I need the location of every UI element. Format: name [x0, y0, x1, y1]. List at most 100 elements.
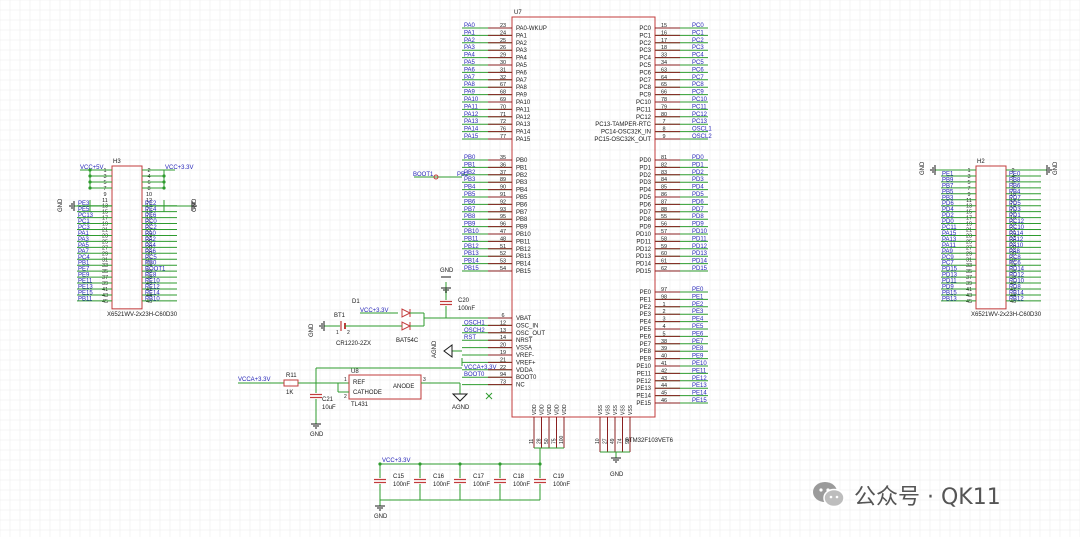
u7-pc-net: OSCL2 — [692, 134, 712, 140]
h2-num: 18 — [1010, 216, 1016, 222]
h2-num: 36 — [1010, 269, 1016, 275]
c18-value: 100nF — [513, 482, 530, 488]
u7-pb-net: PB8 — [464, 214, 476, 220]
nc-mark — [485, 392, 493, 400]
u7-ctl-name: OSC_IN — [516, 323, 538, 329]
u7-pe-num: 39 — [661, 346, 667, 352]
h3-num: 22 — [146, 228, 152, 234]
h2-net: PB15 — [942, 290, 957, 296]
u7-pb-net: PB10 — [464, 229, 479, 235]
h2-net: PD8 — [1009, 285, 1021, 291]
u7-pa-num: 67 — [500, 82, 506, 88]
u7-pb-name: PB12 — [516, 247, 531, 253]
h3-num: 18 — [146, 216, 152, 222]
u7-pd-name: PD11 — [636, 239, 651, 245]
vss-num: 10 — [595, 438, 601, 444]
h3-num: 26 — [146, 239, 152, 245]
watermark-text: 公众号 · QK11 — [854, 485, 1001, 510]
u7-pd-name: PD2 — [639, 173, 651, 179]
h2-net: PA15 — [942, 231, 957, 237]
h2-net: PD1 — [1009, 213, 1021, 219]
h3-net: PE7 — [78, 267, 90, 273]
h3-net: PE2 — [145, 201, 157, 207]
h3-net: PE14 — [145, 290, 160, 296]
h3-net: PC5 — [145, 255, 157, 261]
h3-body — [111, 165, 143, 310]
h2-num: 17 — [966, 216, 972, 222]
h3-num: 33 — [102, 263, 108, 269]
h3-num: 43 — [102, 293, 108, 299]
u8-cathode-pin: CATHODE — [353, 390, 382, 396]
pb2-label: PB2 — [457, 172, 469, 178]
u7-pa-num: 69 — [500, 97, 506, 103]
u7-pa-net: PA12 — [464, 112, 479, 118]
h3-num: 44 — [146, 293, 152, 299]
junction — [88, 168, 92, 172]
u7-pe-num: 46 — [661, 398, 667, 404]
u7-pd-num: 84 — [661, 177, 667, 183]
u7-pe-num: 45 — [661, 391, 667, 397]
u7-pa-num: 30 — [500, 60, 506, 66]
u7-pa-num: 24 — [500, 30, 506, 36]
h2-num: 44 — [1010, 293, 1016, 299]
h3-num: 3 — [103, 174, 106, 180]
u7-pa-name: PA9 — [516, 93, 528, 99]
u7-pa-name: PA15 — [516, 137, 531, 143]
u7-pd-net: PD1 — [692, 162, 704, 168]
h2-net: PD5 — [1009, 201, 1021, 207]
d1-value: BAT54C — [396, 338, 419, 344]
u7-pe-name: PE4 — [640, 320, 652, 326]
u7-pc-num: 18 — [661, 45, 667, 51]
h3-net: PE12 — [145, 285, 160, 291]
h3-num: 6 — [147, 180, 150, 186]
c20-ref: C20 — [458, 298, 470, 304]
u7-pa-name: PA11 — [516, 107, 530, 113]
u7-pc-net: PC2 — [692, 38, 704, 44]
u7-pe-name: PE12 — [636, 379, 651, 385]
h2-num: 29 — [966, 251, 972, 257]
u7-pa-name: PA6 — [516, 70, 528, 76]
u7-pc-name: PC6 — [639, 70, 651, 76]
h3-num: 13 — [102, 204, 108, 210]
vss-name: VSS — [606, 404, 612, 415]
bt1-value: CR1220-2ZX — [336, 341, 371, 347]
u7-pe-net: PE11 — [692, 368, 707, 374]
u7-pc-num: 80 — [661, 112, 667, 118]
junction — [162, 174, 166, 178]
u7-ctl-name: VSSA — [516, 346, 532, 352]
u7-pd-name: PD15 — [636, 269, 652, 275]
h2-num: 10 — [1010, 192, 1016, 198]
u7-pd-num: 56 — [661, 222, 667, 228]
u8-anode-pin: ANODE — [393, 384, 414, 390]
c20-gnd-label: GND — [440, 268, 454, 274]
h3-num: 17 — [102, 216, 108, 222]
u7-ctl-name: VREF- — [516, 353, 534, 359]
u7-pd-net: PD9 — [692, 222, 704, 228]
h2-gnd-label: GND — [920, 161, 926, 175]
u7-pe-net: PE10 — [692, 361, 707, 367]
u7-pb-net: PB6 — [464, 199, 476, 205]
h2-num: 27 — [966, 245, 972, 251]
u7-pa-name: PA4 — [516, 56, 528, 62]
u7-pe-name: PE8 — [640, 349, 652, 355]
u7-ctl-name: BOOT0 — [516, 375, 537, 381]
h2-num: 46 — [1010, 299, 1016, 305]
u7-pe-num: 44 — [661, 383, 667, 389]
h2-net: PA11 — [942, 243, 956, 249]
u7-ctl-num: 22 — [500, 365, 506, 371]
u7-pb-name: PB3 — [516, 180, 528, 186]
h2-num: 7 — [967, 186, 970, 192]
h2-net: PD12 — [1009, 273, 1025, 279]
u7-pb-num: 37 — [500, 170, 506, 176]
u7-pd-num: 58 — [661, 236, 667, 242]
r11-value: 1K — [286, 390, 293, 396]
bt1-pin: 2 — [347, 330, 350, 336]
h3-num: 34 — [146, 263, 152, 269]
c18-ref: C18 — [513, 474, 525, 480]
c16-value: 100nF — [433, 482, 450, 488]
h2-net: PD2 — [942, 213, 954, 219]
h3-num: 19 — [102, 222, 108, 228]
junction — [378, 462, 382, 466]
u7-pe-num: 1 — [662, 302, 665, 308]
